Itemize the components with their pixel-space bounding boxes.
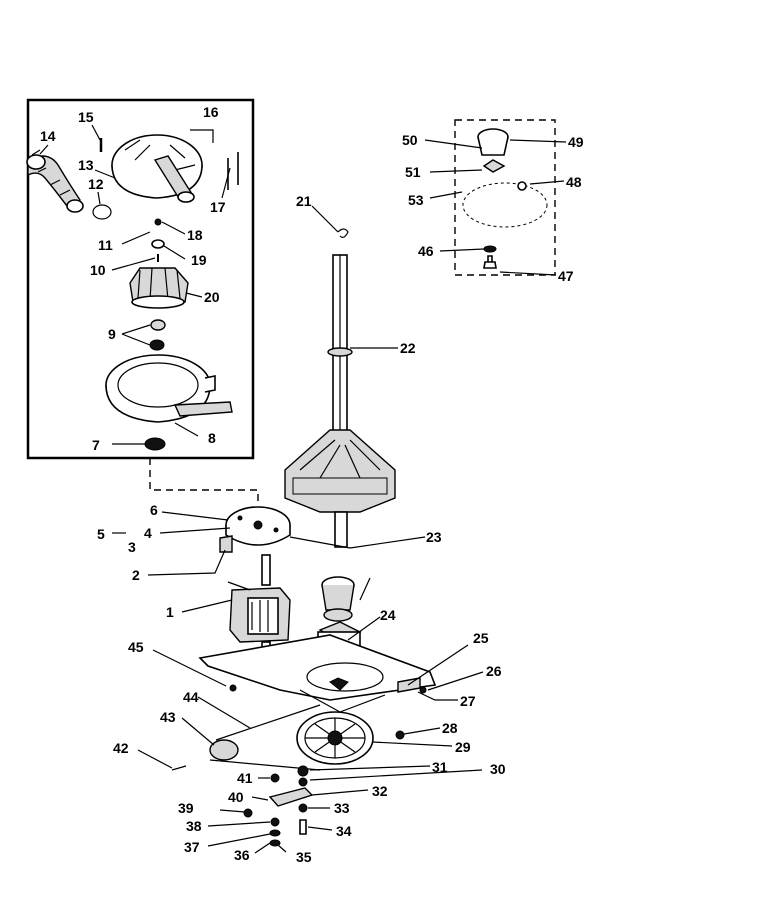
drive-disk-part bbox=[219, 506, 291, 553]
washer-18-part bbox=[154, 218, 162, 226]
inset-frame bbox=[26, 98, 255, 460]
label-14: 14 bbox=[40, 128, 56, 144]
drain-hose-part bbox=[26, 149, 84, 213]
clip-21-part bbox=[337, 228, 349, 238]
bolt-47-part bbox=[483, 255, 497, 269]
label-25: 25 bbox=[473, 630, 489, 646]
label-28: 28 bbox=[442, 720, 458, 736]
label-19: 19 bbox=[191, 252, 207, 268]
label-30: 30 bbox=[490, 761, 506, 777]
label-6: 6 bbox=[150, 502, 158, 518]
pump-cover-part bbox=[111, 134, 203, 203]
label-21: 21 bbox=[296, 193, 312, 209]
label-39: 39 bbox=[178, 800, 194, 816]
washer-26-part bbox=[419, 686, 427, 694]
label-53: 53 bbox=[408, 192, 424, 208]
label-20: 20 bbox=[204, 289, 220, 305]
label-1: 1 bbox=[166, 604, 174, 620]
label-38: 38 bbox=[186, 818, 202, 834]
leader-lines bbox=[39, 124, 567, 854]
washer-19-part bbox=[151, 239, 165, 249]
label-27: 27 bbox=[460, 693, 476, 709]
nut-45-part bbox=[229, 684, 237, 692]
label-41: 41 bbox=[237, 770, 253, 786]
base-plate-part bbox=[198, 634, 437, 713]
lower-hardware bbox=[171, 684, 427, 847]
label-35: 35 bbox=[296, 849, 312, 865]
motor-pulley-part bbox=[209, 739, 239, 761]
bolt-34-part bbox=[299, 819, 307, 835]
pump-housing-part bbox=[105, 354, 233, 423]
nut-41-part bbox=[270, 773, 280, 783]
label-23: 23 bbox=[426, 529, 442, 545]
label-12: 12 bbox=[88, 176, 104, 192]
label-49: 49 bbox=[568, 134, 584, 150]
washer-46-part bbox=[483, 245, 497, 253]
label-40: 40 bbox=[228, 789, 244, 805]
label-17: 17 bbox=[210, 199, 226, 215]
label-36: 36 bbox=[234, 847, 250, 863]
bracket-40-part bbox=[268, 787, 314, 807]
seal-9b-part bbox=[149, 339, 165, 351]
label-16: 16 bbox=[203, 104, 219, 120]
agitator-cap-inset bbox=[454, 119, 556, 276]
label-29: 29 bbox=[455, 739, 471, 755]
spring-37-part bbox=[269, 829, 281, 837]
label-51: 51 bbox=[405, 164, 421, 180]
belt-pulley-part bbox=[209, 704, 374, 771]
label-34: 34 bbox=[336, 823, 352, 839]
label-47: 47 bbox=[558, 268, 574, 284]
label-10: 10 bbox=[90, 262, 106, 278]
label-43: 43 bbox=[160, 709, 176, 725]
label-42: 42 bbox=[113, 740, 129, 756]
bolt-39-part bbox=[219, 809, 246, 813]
label-22: 22 bbox=[400, 340, 416, 356]
label-44: 44 bbox=[183, 689, 199, 705]
label-50: 50 bbox=[402, 132, 418, 148]
label-31: 31 bbox=[432, 759, 448, 775]
nut-30-part bbox=[297, 765, 309, 777]
label-9: 9 bbox=[108, 326, 116, 342]
fitting-28-part bbox=[395, 730, 405, 740]
label-33: 33 bbox=[334, 800, 350, 816]
label-5: 5 bbox=[97, 526, 105, 542]
seal-9a-part bbox=[150, 319, 166, 331]
label-24: 24 bbox=[380, 607, 396, 623]
label-15: 15 bbox=[78, 109, 94, 125]
label-46: 46 bbox=[418, 243, 434, 259]
label-3: 3 bbox=[128, 539, 136, 555]
label-2: 2 bbox=[132, 567, 140, 583]
motor-part bbox=[229, 554, 291, 663]
seal-7-part bbox=[144, 437, 166, 451]
bolt-48-part bbox=[517, 181, 527, 191]
bolt-42-part bbox=[171, 765, 187, 771]
label-4: 4 bbox=[144, 525, 152, 541]
label-7: 7 bbox=[92, 437, 100, 453]
label-26: 26 bbox=[486, 663, 502, 679]
pump-connection-dash bbox=[149, 458, 259, 505]
hose-clamp-part bbox=[92, 204, 112, 220]
impeller-part bbox=[129, 267, 189, 309]
label-48: 48 bbox=[566, 174, 582, 190]
part-labels: 15 16 14 13 12 17 18 11 19 10 20 9 8 7 5… bbox=[40, 104, 584, 865]
label-11: 11 bbox=[98, 237, 113, 253]
label-37: 37 bbox=[184, 839, 200, 855]
washer-33-part bbox=[298, 803, 308, 813]
label-45: 45 bbox=[128, 639, 144, 655]
dome-53-part bbox=[462, 182, 548, 228]
transmission-part bbox=[284, 228, 396, 548]
label-8: 8 bbox=[208, 430, 216, 446]
label-32: 32 bbox=[372, 783, 388, 799]
washer-38-part bbox=[270, 817, 280, 827]
label-18: 18 bbox=[187, 227, 203, 243]
label-13: 13 bbox=[78, 157, 94, 173]
pump-assembly-inset bbox=[26, 98, 255, 460]
